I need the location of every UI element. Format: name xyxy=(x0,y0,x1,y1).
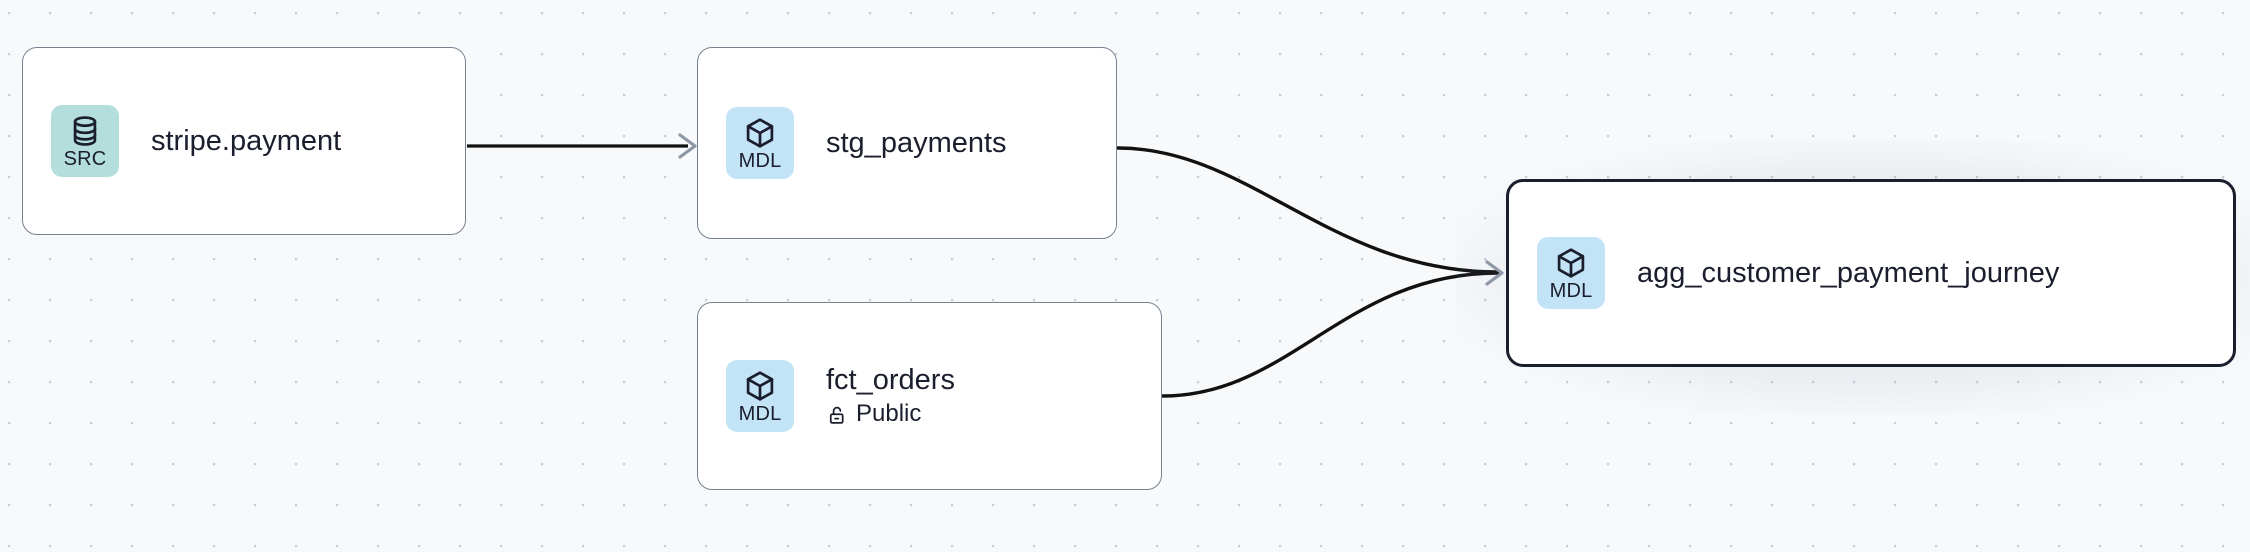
graph-node-agg-customer-payment-journey[interactable]: MDL agg_customer_payment_journey xyxy=(1506,179,2236,367)
edge-stg-payments-to-agg-customer-payment-journey xyxy=(1116,146,1500,274)
edge-arrowhead-into-agg-customer-payment-journey xyxy=(1485,260,1504,286)
graph-node-stripe-payment[interactable]: SRC stripe.payment xyxy=(22,47,466,235)
cube-icon xyxy=(746,117,774,148)
node-body: stg_payments xyxy=(826,127,1007,159)
node-visibility: Public xyxy=(826,400,955,428)
node-title: stripe.payment xyxy=(151,124,342,157)
node-title: agg_customer_payment_journey xyxy=(1637,256,2060,289)
node-title: stg_payments xyxy=(826,126,1007,159)
node-visibility-label: Public xyxy=(856,400,922,428)
node-title: fct_orders xyxy=(826,363,955,396)
model-type-badge: MDL xyxy=(726,107,794,179)
badge-label: MDL xyxy=(1549,279,1593,302)
unlock-icon xyxy=(829,406,844,424)
node-body: agg_customer_payment_journey xyxy=(1637,257,2059,289)
graph-node-fct-orders[interactable]: MDL fct_orders Public xyxy=(697,302,1162,490)
node-body: fct_orders Public xyxy=(826,364,955,428)
edge-stripe-payment-to-stg-payments xyxy=(467,133,697,159)
edge-fct-orders-to-agg-customer-payment-journey xyxy=(1161,271,1500,398)
cube-icon xyxy=(746,370,774,401)
badge-label: SRC xyxy=(63,147,107,170)
node-body: stripe.payment xyxy=(151,125,341,157)
badge-label: MDL xyxy=(738,149,782,172)
model-type-badge: MDL xyxy=(726,360,794,432)
database-icon xyxy=(73,115,97,146)
badge-label: MDL xyxy=(738,402,782,425)
model-type-badge: MDL xyxy=(1537,237,1605,309)
source-type-badge: SRC xyxy=(51,105,119,177)
cube-icon xyxy=(1557,247,1585,278)
graph-node-stg-payments[interactable]: MDL stg_payments xyxy=(697,47,1117,239)
